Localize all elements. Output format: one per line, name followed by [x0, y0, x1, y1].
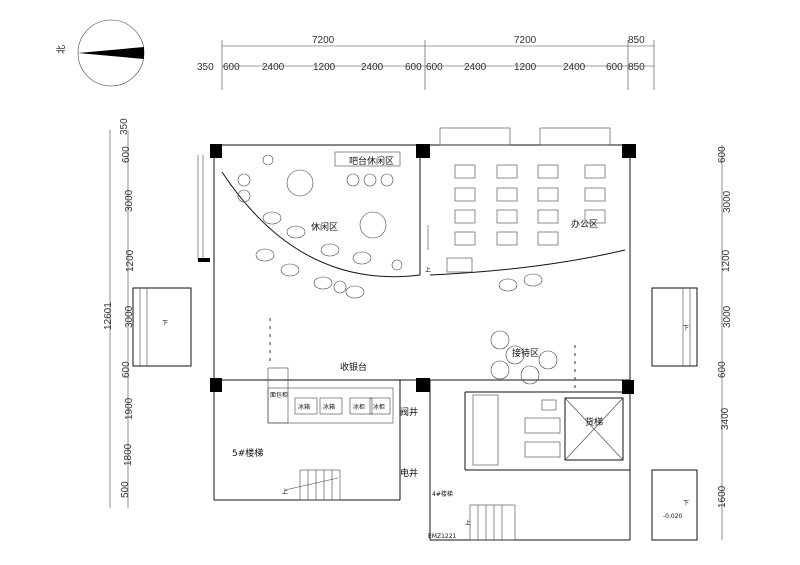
label-cashier: 收银台 — [340, 361, 367, 373]
stair-5 — [284, 469, 341, 501]
counter-item-1: 面包柜 — [270, 391, 288, 399]
right-dimensions: 600 3000 1200 3000 600 3400 1600 — [717, 145, 733, 540]
left-dim-4: 1200 — [125, 249, 136, 272]
top-dim-3: 850 — [628, 35, 645, 46]
top-dim-1: 7200 — [312, 35, 335, 46]
label-valve-well: 阀井 — [400, 406, 418, 418]
office-desks — [446, 164, 606, 273]
top-dimensions: 7200 7200 850 350 600 2400 1200 2400 600… — [197, 35, 655, 90]
down-label-1: 下 — [162, 320, 168, 327]
cashier-counter: 面包柜 冰箱 冰箱 冰柜 冰柜 — [267, 367, 394, 424]
top-dim2-11: 600 — [606, 62, 623, 73]
label-bar-lounge: 吧台休闲区 — [349, 155, 394, 167]
walls — [132, 127, 698, 541]
north-arrow-icon — [78, 47, 144, 59]
left-dim-9: 500 — [120, 481, 131, 498]
left-dimensions: 12601 350 600 3000 1200 3000 600 1900 18… — [103, 118, 136, 508]
right-dim-4: 3000 — [722, 305, 733, 328]
label-cargo-lift: 货梯 — [585, 416, 603, 428]
left-dim-6: 600 — [121, 361, 132, 378]
counter-item-2: 冰箱 — [298, 403, 310, 411]
counter-item-3: 冰箱 — [323, 403, 335, 411]
top-dim2-3: 2400 — [262, 62, 285, 73]
right-dim-1: 600 — [717, 146, 728, 163]
top-dim2-1: 350 — [197, 62, 214, 73]
top-dim2-9: 1200 — [514, 62, 537, 73]
up-label-1: 上 — [425, 266, 431, 274]
stair-direction-labels: 上 上 上 下 下 下 — [162, 225, 689, 527]
right-dim-3: 1200 — [721, 249, 732, 272]
room-labels: 吧台休闲区 休闲区 办公区 接待区 收银台 阀井 电井 5#楼梯 4#楼梯 货梯… — [232, 155, 683, 540]
top-dim2-12: 850 — [628, 62, 645, 73]
top-dim2-8: 2400 — [464, 62, 487, 73]
right-dim-7: 1600 — [717, 485, 728, 508]
counter-item-5: 冰柜 — [373, 403, 385, 411]
north-arrow: 北 — [56, 19, 145, 87]
top-dim2-2: 600 — [223, 62, 240, 73]
right-dim-5: 600 — [717, 361, 728, 378]
left-dim-7: 1900 — [124, 397, 135, 420]
columns — [198, 144, 636, 394]
label-stair-4: 4#楼梯 — [432, 490, 453, 498]
down-label-3: 下 — [683, 500, 689, 507]
label-lounge: 休闲区 — [311, 221, 338, 233]
right-dim-2: 3000 — [722, 190, 733, 213]
top-dim2-4: 1200 — [313, 62, 336, 73]
top-dim-2: 7200 — [514, 35, 537, 46]
label-level: -0.020 — [663, 513, 683, 520]
top-dim2-6: 600 — [405, 62, 422, 73]
label-door-code: EMZ1221 — [428, 533, 457, 540]
top-dim2-5: 2400 — [361, 62, 384, 73]
up-label-2: 上 — [282, 488, 288, 496]
down-label-2: 下 — [683, 325, 689, 332]
label-office: 办公区 — [571, 218, 598, 230]
left-dim-1: 350 — [119, 118, 130, 135]
label-stair-5: 5#楼梯 — [232, 447, 263, 459]
top-dim2-10: 2400 — [563, 62, 586, 73]
label-reception: 接待区 — [512, 347, 539, 359]
left-dim-5: 3000 — [124, 305, 135, 328]
right-dim-6: 3400 — [720, 407, 731, 430]
stair-4 — [469, 504, 516, 541]
north-label: 北 — [56, 45, 67, 54]
service-area — [472, 394, 624, 466]
left-total: 12601 — [103, 302, 114, 330]
up-label-3: 上 — [465, 519, 471, 527]
label-elec-well: 电井 — [400, 467, 418, 479]
left-dim-3: 3000 — [124, 189, 135, 212]
top-dim2-7: 600 — [426, 62, 443, 73]
reception-furniture — [490, 273, 558, 385]
left-dim-2: 600 — [121, 146, 132, 163]
counter-item-4: 冰柜 — [353, 403, 365, 411]
bar-counter — [334, 151, 401, 187]
left-dim-8: 1800 — [123, 443, 134, 466]
lounge-furniture — [237, 154, 403, 299]
